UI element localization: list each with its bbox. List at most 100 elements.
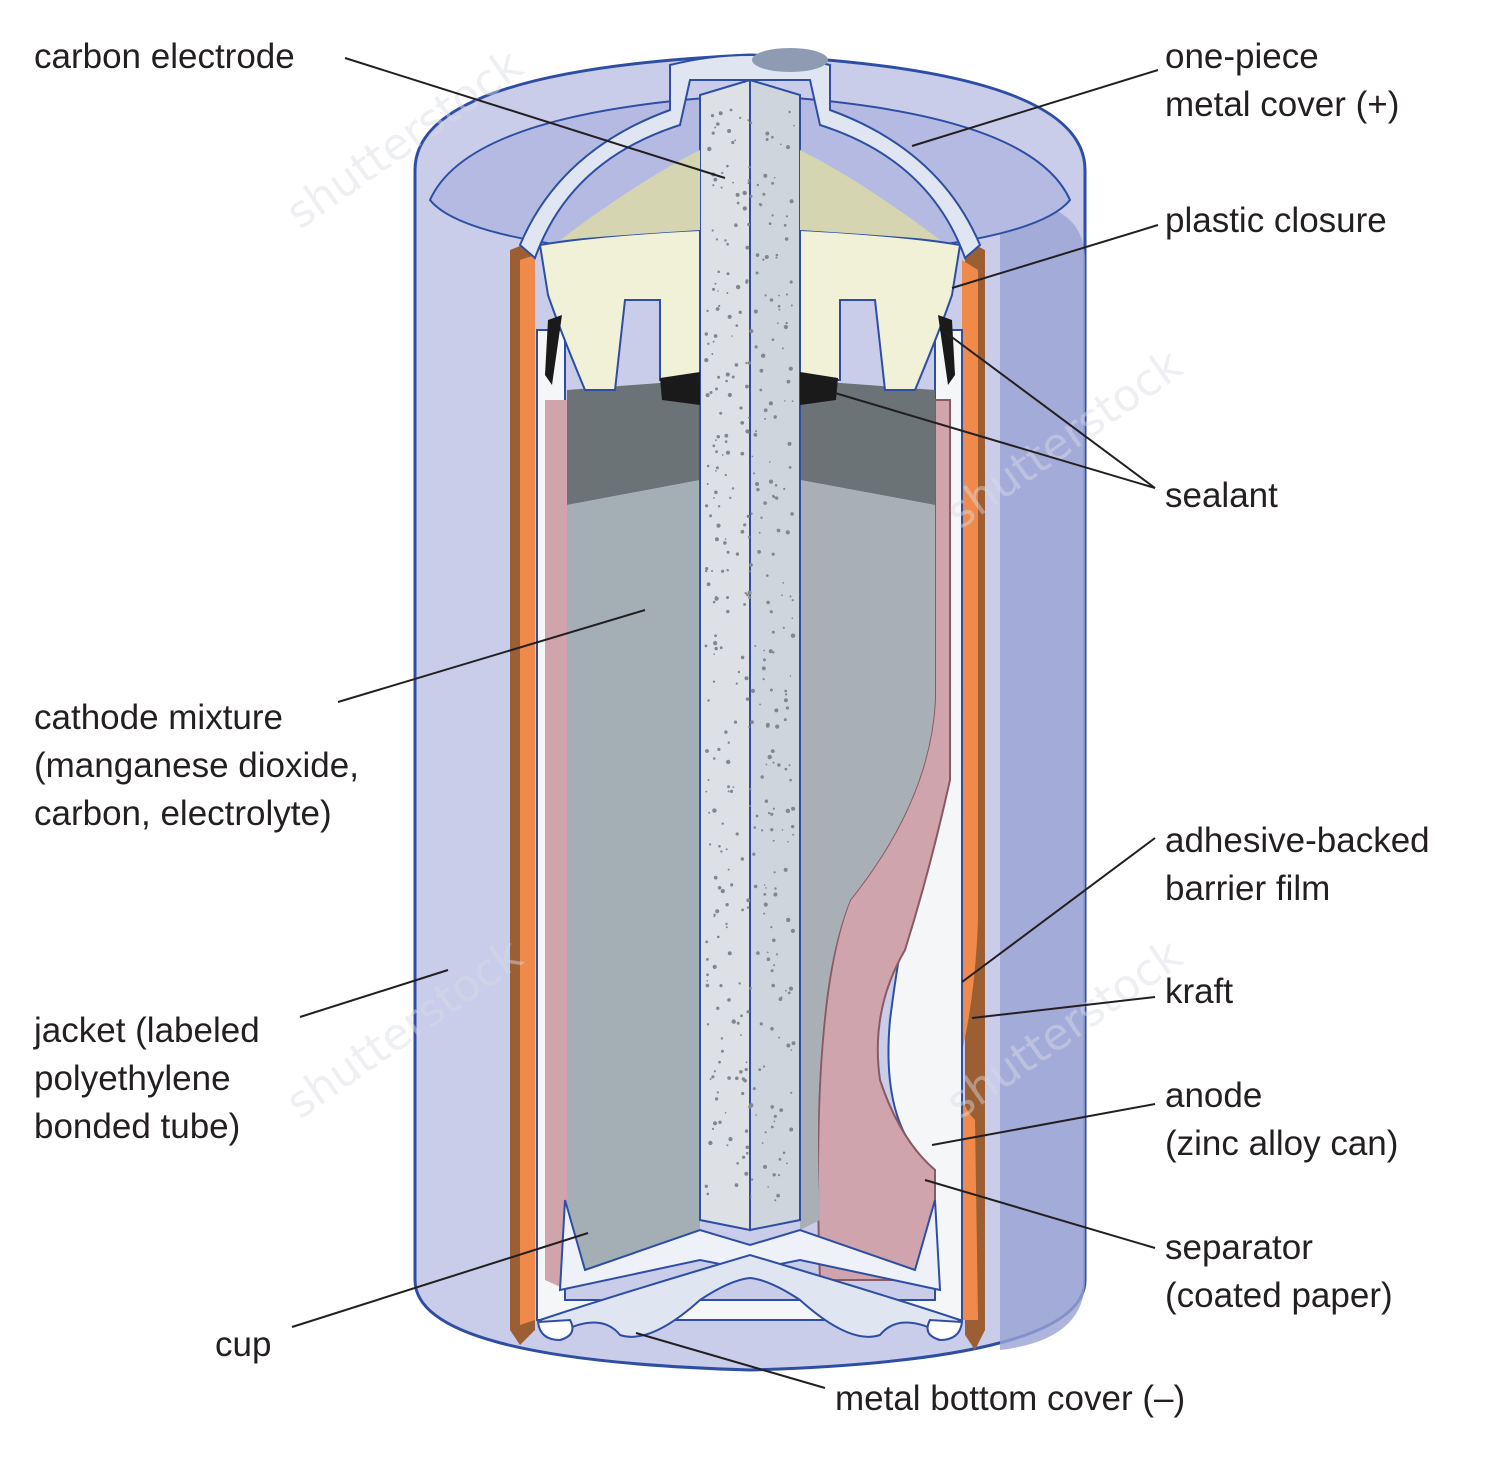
electrode-speckle (786, 1162, 788, 1165)
metal-cover-cap (752, 48, 828, 72)
electrode-speckle (730, 883, 734, 887)
electrode-speckle (725, 926, 728, 929)
electrode-speckle (745, 279, 749, 283)
electrode-speckle (775, 724, 780, 729)
electrode-speckle (752, 852, 756, 856)
electrode-speckle (769, 298, 774, 302)
electrode-speckle (764, 1131, 767, 1134)
electrode-speckle (768, 222, 772, 226)
electrode-speckle (790, 1049, 793, 1051)
electrode-speckle (737, 670, 741, 674)
electrode-speckle (773, 964, 776, 967)
separator-left (545, 400, 567, 1290)
electrode-speckle (709, 391, 713, 394)
electrode-speckle (743, 603, 746, 606)
electrode-speckle (716, 1091, 719, 1094)
electrode-speckle (750, 512, 753, 515)
electrode-speckle (784, 767, 788, 771)
electrode-speckle (787, 840, 789, 843)
electrode-speckle (711, 570, 713, 572)
leader-cup (291, 1232, 589, 1328)
electrode-speckle (775, 256, 778, 259)
electrode-speckle (777, 304, 781, 308)
electrode-speckle (705, 504, 709, 508)
electrode-speckle (705, 940, 709, 944)
electrode-speckle (763, 1065, 766, 1068)
electrode-speckle (761, 353, 766, 358)
electrode-speckle (756, 951, 760, 955)
electrode-speckle (715, 387, 718, 391)
electrode-speckle (704, 1184, 708, 1189)
electrode-speckle (753, 884, 758, 889)
electrode-speckle (715, 909, 720, 914)
electrode-speckle (763, 1164, 767, 1169)
electrode-speckle (749, 986, 752, 990)
electrode-speckle (754, 645, 757, 647)
electrode-speckle (772, 938, 776, 943)
electrode-speckle (735, 682, 738, 685)
electrode-speckle (740, 529, 745, 534)
electrode-speckle (770, 812, 774, 816)
electrode-speckle (718, 111, 723, 116)
electrode-speckle (765, 131, 770, 136)
electrode-speckle (777, 763, 781, 767)
electrode-speckle (791, 617, 794, 619)
electrode-speckle (773, 415, 777, 419)
electrode-speckle (789, 778, 792, 782)
electrode-speckle (744, 1067, 748, 1072)
electrode-speckle (727, 314, 732, 319)
electrode-speckle (767, 811, 771, 815)
electrode-speckle (711, 1075, 715, 1079)
electrode-speckle (731, 375, 735, 379)
electrode-speckle (742, 1155, 746, 1159)
electrode-speckle (715, 238, 719, 241)
cathode-mixture-upper-right (800, 380, 935, 505)
electrode-speckle (784, 400, 786, 402)
electrode-speckle (789, 595, 792, 598)
electrode-speckle (763, 173, 768, 178)
electrode-speckle (775, 496, 779, 500)
electrode-speckle (739, 1070, 743, 1074)
electrode-speckle (788, 764, 791, 767)
electrode-speckle (776, 322, 779, 325)
electrode-speckle (724, 1112, 727, 1114)
electrode-speckle (765, 724, 770, 728)
electrode-speckle (789, 199, 794, 204)
electrode-speckle (763, 649, 766, 652)
electrode-speckle (745, 1145, 750, 1150)
electrode-speckle (716, 435, 720, 439)
electrode-speckle (734, 139, 736, 142)
electrode-speckle (764, 799, 769, 803)
electrode-speckle (727, 785, 730, 789)
electrode-speckle (727, 1076, 731, 1080)
electrode-speckle (767, 754, 772, 760)
leader-separator (924, 1179, 1156, 1249)
electrode-speckle (727, 951, 732, 956)
electrode-speckle (778, 1157, 782, 1161)
electrode-speckle (726, 759, 731, 765)
electrode-speckle (717, 505, 721, 508)
electrode-speckle (709, 1078, 712, 1080)
electrode-speckle (717, 270, 720, 274)
electrode-speckle (774, 887, 777, 890)
electrode-speckle (771, 214, 774, 217)
electrode-speckle (726, 569, 729, 572)
electrode-speckle (716, 122, 720, 126)
electrode-speckle (732, 181, 734, 184)
electrode-speckle (705, 983, 710, 988)
electrode-speckle (736, 1162, 739, 1165)
electrode-speckle (772, 839, 775, 842)
electrode-speckle (784, 237, 789, 241)
electrode-speckle (763, 501, 767, 505)
electrode-speckle (791, 599, 794, 602)
electrode-speckle (763, 912, 766, 915)
leader-anode (931, 1103, 1156, 1146)
electrode-speckle (771, 181, 774, 185)
electrode-speckle (790, 304, 793, 307)
electrode-speckle (780, 143, 782, 146)
cup (558, 1199, 942, 1292)
electrode-speckle (747, 182, 750, 185)
electrode-speckle (788, 466, 792, 469)
electrode-speckle (738, 982, 741, 985)
electrode-speckle (744, 592, 747, 595)
